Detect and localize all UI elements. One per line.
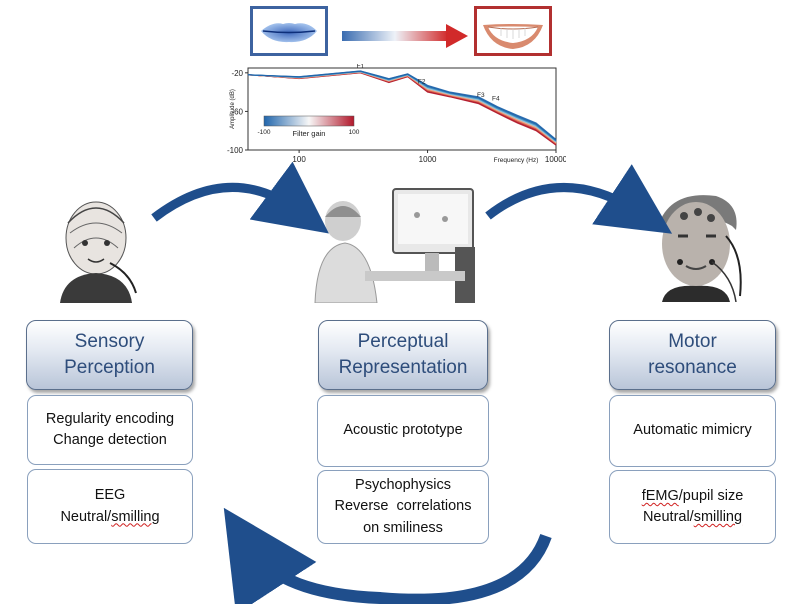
arrow-perceptual-to-motor xyxy=(485,164,673,234)
y-tick-label: -60 xyxy=(231,107,243,116)
on-smiliness-text: on smiliness xyxy=(363,519,443,536)
automatic-mimicry-text: Automatic mimicry xyxy=(633,422,752,439)
x-tick-label: 10000 xyxy=(545,155,566,164)
plot-frame xyxy=(247,67,557,151)
smiling-lips-box xyxy=(474,6,552,56)
arrow-sensory-to-perceptual xyxy=(151,161,329,234)
regularity-encoding-text: Regularity encoding xyxy=(45,410,175,427)
child-computer-photo xyxy=(305,187,481,303)
perceptual-measures-cell: Psychophysics Reverse correlations on sm… xyxy=(317,470,489,544)
sensory-methods-cell: Regularity encoding Change detection xyxy=(27,395,193,465)
spectrum-curve xyxy=(247,70,557,140)
motor-measures-cell: fEMG/pupil size Neutral/smilling xyxy=(609,470,776,544)
eeg-text: EEG xyxy=(94,487,126,504)
psychophysics-text: Psychophysics xyxy=(355,477,451,494)
formant-label: F2 xyxy=(418,78,426,85)
x-axis-label: Frequency (Hz) xyxy=(494,157,539,164)
y-tick-label: -100 xyxy=(227,146,244,155)
formant-label: F4 xyxy=(492,96,500,103)
arrow-motor-to-sensory xyxy=(223,507,552,604)
formant-label: F3 xyxy=(477,92,485,99)
x-tick-label: 1000 xyxy=(419,155,437,164)
neutral-smilling-text: Neutral/smilling xyxy=(60,508,160,525)
colorbar-label: Filter gain xyxy=(293,129,326,138)
smiling-lips-icon xyxy=(483,24,543,49)
x-tick-label: 100 xyxy=(292,155,306,164)
child-eeg-photo xyxy=(40,193,152,303)
colorbar-max-label: 100 xyxy=(349,129,360,136)
acoustic-prototype-text: Acoustic prototype xyxy=(343,422,463,439)
reverse-correlations-text: Reverse correlations xyxy=(334,498,472,515)
colorbar-min-label: -100 xyxy=(257,129,270,136)
y-tick-label: -20 xyxy=(231,69,243,78)
motor-methods-cell: Automatic mimicry xyxy=(609,395,776,467)
neutral-lips-box xyxy=(250,6,328,56)
change-detection-text: Change detection xyxy=(53,432,167,448)
femg-pupil-size-text: fEMG/pupil size xyxy=(641,487,744,504)
neutral-lips-icon xyxy=(261,23,317,43)
neutral-smilling-text: Neutral/smilling xyxy=(642,509,743,525)
sensory-measures-cell: EEG Neutral/smilling xyxy=(27,469,193,544)
spectral-filter-chart: -20 -60 -100 100 1000 10000 Frequency (Hz) Ampl… xyxy=(227,64,566,164)
adult-femg-photo xyxy=(636,186,752,302)
formant-label: F1 xyxy=(357,64,365,70)
colorbar xyxy=(263,115,355,127)
perceptual-methods-cell: Acoustic prototype xyxy=(317,395,489,467)
y-axis-label: Amplitude (dB) xyxy=(230,89,236,129)
transition-arrow xyxy=(342,24,468,48)
